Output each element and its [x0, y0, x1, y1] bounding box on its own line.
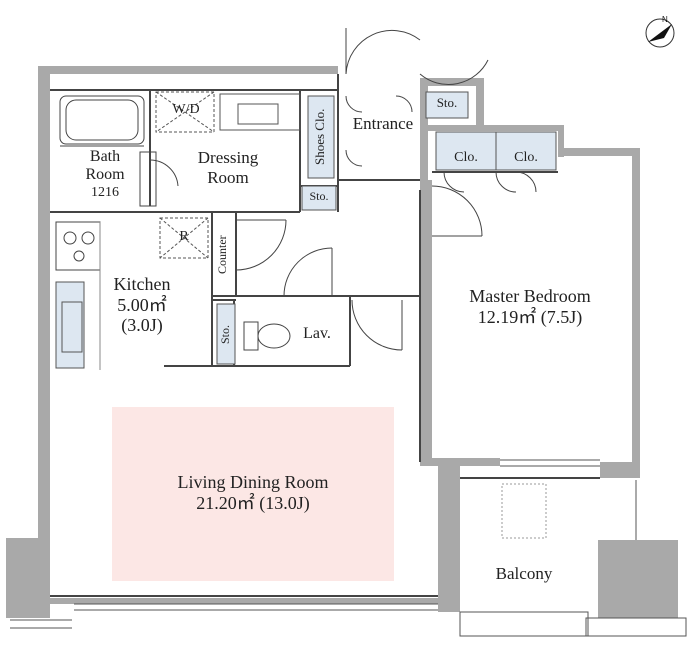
walls — [6, 66, 678, 618]
north-compass-icon: N — [645, 15, 675, 48]
living-room-highlight — [112, 407, 394, 581]
entrance-label: Entrance — [340, 114, 426, 134]
lav-label: Lav. — [290, 325, 344, 343]
lav-name: Lav. — [303, 325, 331, 342]
entrance-name: Entrance — [352, 114, 414, 133]
kitchen-name: Kitchen — [113, 274, 171, 294]
shoes-clo-text: Shoes Clo. — [312, 108, 327, 166]
wd-label: W/D — [158, 102, 214, 118]
refrigerator-box — [159, 217, 209, 259]
balcony-name: Balcony — [495, 564, 553, 583]
closet-left-label: Clo. — [440, 150, 492, 166]
shoes-closet-label: Shoes Clo. — [312, 98, 328, 176]
bath-line2: Room — [85, 166, 125, 184]
clo-left-text: Clo. — [454, 150, 478, 165]
washbasin — [219, 93, 301, 131]
master-bedroom-area: 12.19㎡ (7.5J) — [477, 306, 583, 327]
bathtub — [59, 95, 157, 207]
refrigerator-label: R — [176, 229, 192, 245]
bath-line1: Bath — [89, 148, 121, 165]
svg-text:N: N — [662, 15, 668, 24]
sink — [237, 103, 279, 125]
living-room-name: Living Dining Room — [177, 472, 329, 492]
closet-right-label: Clo. — [500, 150, 552, 166]
balcony-unit — [501, 483, 547, 539]
dressing-storage-label: Sto. — [302, 189, 336, 204]
entrance-storage-label: Sto. — [426, 95, 468, 111]
storage-fixtures — [55, 91, 557, 369]
clo-right-text: Clo. — [514, 150, 538, 165]
dressing-line1: Dressing — [197, 148, 259, 167]
master-bedroom-name: Master Bedroom — [469, 286, 591, 306]
bath-room-label: Bath Room 1216 — [72, 148, 138, 201]
kitchen-area: 5.00㎡ — [117, 294, 167, 315]
sto-entrance-text: Sto. — [436, 95, 458, 110]
counter-text: Counter — [215, 235, 229, 275]
dressing-line2: Room — [207, 167, 249, 187]
lav-storage-label: Sto. — [218, 314, 233, 354]
kitchen-label: Kitchen 5.00㎡ (3.0J) — [100, 274, 184, 336]
kitchen-jo: (3.0J) — [121, 315, 163, 336]
doors — [149, 28, 537, 351]
kitchen-sink — [61, 301, 83, 353]
wd-text: W/D — [172, 102, 200, 117]
stove — [55, 221, 101, 271]
sto-lav-text: Sto. — [218, 324, 232, 344]
balcony-label: Balcony — [472, 564, 576, 584]
toilet — [243, 321, 291, 351]
master-bedroom-label: Master Bedroom 12.19㎡ (7.5J) — [436, 286, 624, 327]
dressing-room-label: Dressing Room — [180, 148, 276, 187]
interior-walls — [50, 74, 600, 597]
bath-size: 1216 — [91, 184, 119, 200]
counter-label: Counter — [215, 222, 230, 288]
living-room-area: 21.20㎡ (13.0J) — [196, 492, 310, 513]
window-lines — [10, 459, 687, 637]
refrigerator-text: R — [179, 229, 189, 244]
living-room-label: Living Dining Room 21.20㎡ (13.0J) — [140, 472, 366, 513]
sto-dressing-text: Sto. — [309, 189, 329, 203]
washer-dryer-box — [155, 91, 215, 133]
